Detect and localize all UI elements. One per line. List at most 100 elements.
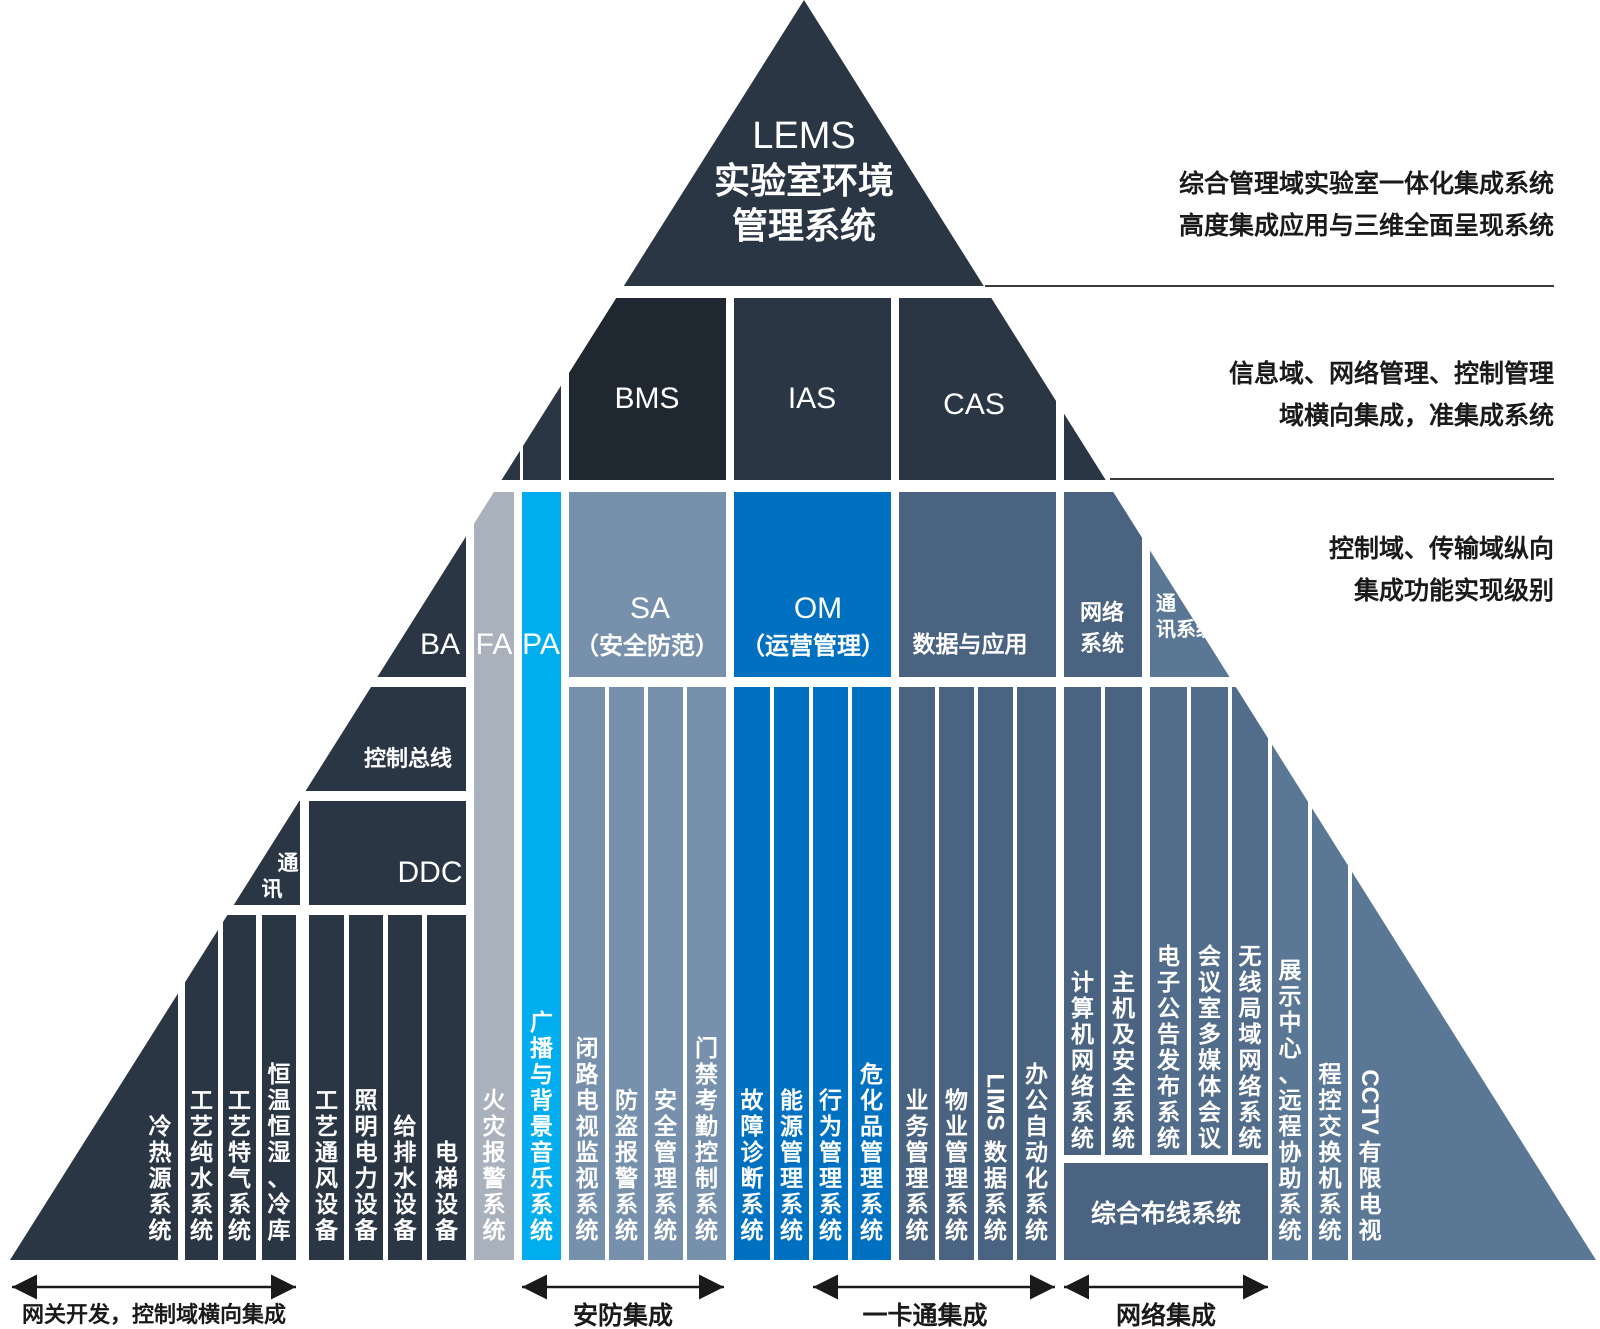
svg-text:报: 报 <box>615 1140 638 1166</box>
svg-text:展: 展 <box>1279 958 1302 984</box>
svg-text:系: 系 <box>945 1192 968 1218</box>
svg-text:统: 统 <box>654 1217 677 1244</box>
svg-text:行: 行 <box>818 1087 842 1114</box>
svg-text:有: 有 <box>1359 1139 1382 1166</box>
svg-text:会: 会 <box>1198 1099 1221 1126</box>
system-column-9 <box>474 687 514 1260</box>
svg-text:通: 通 <box>315 1140 338 1166</box>
svg-text:机: 机 <box>1319 1166 1342 1192</box>
sa-title: SA <box>630 592 670 625</box>
svg-text:理: 理 <box>780 1166 803 1192</box>
ddc-block <box>309 801 466 905</box>
tier2-left-edge <box>10 298 520 480</box>
ba-label: BA <box>420 628 460 661</box>
svg-text:设: 设 <box>315 1192 338 1218</box>
svg-text:设: 设 <box>435 1192 458 1218</box>
network-block <box>1064 492 1142 677</box>
svg-text:统: 统 <box>695 1217 718 1244</box>
svg-text:控: 控 <box>695 1139 718 1166</box>
apex-line1: LEMS <box>752 115 855 157</box>
svg-text:电: 电 <box>355 1140 378 1166</box>
system-column-12 <box>609 687 644 1260</box>
svg-text:心: 心 <box>1279 1036 1302 1062</box>
system-column-4 <box>262 915 296 1260</box>
svg-text:品: 品 <box>860 1114 883 1140</box>
svg-text:机: 机 <box>1112 996 1135 1022</box>
svg-text:系: 系 <box>1112 1100 1135 1126</box>
svg-text:物: 物 <box>945 1087 968 1114</box>
system-column-7 <box>388 915 422 1260</box>
svg-text:温: 温 <box>268 1088 291 1114</box>
svg-text:背: 背 <box>530 1088 553 1114</box>
system-column-10 <box>522 687 561 1260</box>
svg-text:系: 系 <box>654 1192 677 1218</box>
fa-label: FA <box>476 628 513 661</box>
bottom-security-label: 安防集成 <box>573 1301 673 1329</box>
svg-text:灾: 灾 <box>483 1113 506 1140</box>
sa-block <box>569 492 726 677</box>
svg-text:水: 水 <box>190 1166 214 1192</box>
svg-text:统: 统 <box>1279 1217 1302 1244</box>
svg-text:自: 自 <box>1025 1113 1048 1140</box>
svg-text:警: 警 <box>615 1166 638 1192</box>
svg-text:系: 系 <box>1157 1100 1180 1126</box>
right-labels: 综合管理域实验室一体化集成系统 高度集成应用与三维全面呈现系统 信息域、网络管理… <box>1179 169 1554 605</box>
svg-text:工: 工 <box>228 1088 251 1114</box>
svg-text:系: 系 <box>819 1192 842 1218</box>
system-column-5 <box>309 915 344 1260</box>
svg-text:网: 网 <box>1071 1048 1094 1074</box>
svg-text:电: 电 <box>576 1088 599 1114</box>
svg-text:业: 业 <box>945 1114 968 1140</box>
svg-text:音: 音 <box>530 1139 553 1166</box>
svg-text:备: 备 <box>393 1217 418 1244</box>
right-mid-1: 信息域、网络管理、控制管理 <box>1229 359 1554 388</box>
svg-text:公: 公 <box>1025 1088 1048 1114</box>
svg-text:、: 、 <box>268 1166 291 1192</box>
svg-text:及: 及 <box>1112 1022 1135 1048</box>
apex-line3: 管理系统 <box>732 206 876 247</box>
svg-text:广: 广 <box>530 1009 553 1036</box>
svg-text:示: 示 <box>1279 984 1302 1010</box>
svg-text:系: 系 <box>530 1192 553 1218</box>
svg-text:数: 数 <box>984 1140 1008 1166</box>
svg-text:多: 多 <box>1198 1021 1221 1048</box>
svg-text:交: 交 <box>1319 1113 1342 1140</box>
svg-text:能: 能 <box>780 1087 803 1114</box>
svg-text:统: 统 <box>819 1217 842 1244</box>
svg-text:恒: 恒 <box>268 1114 291 1140</box>
bottom-gateway-label: 网关开发，控制域横向集成 <box>22 1302 286 1328</box>
svg-text:统: 统 <box>228 1217 251 1244</box>
svg-text:主: 主 <box>1112 970 1135 996</box>
bottom-card-label: 一卡通集成 <box>862 1301 987 1329</box>
svg-text:电: 电 <box>1359 1192 1382 1218</box>
comm-label-1: 通 <box>1156 591 1176 615</box>
svg-text:统: 统 <box>1157 1125 1180 1152</box>
network-label-2: 系统 <box>1080 631 1124 657</box>
svg-text:办: 办 <box>1025 1062 1048 1088</box>
svg-text:系: 系 <box>1025 1192 1048 1218</box>
svg-text:库: 库 <box>268 1218 291 1244</box>
svg-text:会: 会 <box>1198 943 1221 970</box>
right-bottom-1: 控制域、传输域纵向 <box>1329 534 1554 563</box>
svg-text:网: 网 <box>1239 1048 1262 1074</box>
svg-text:系: 系 <box>1279 1192 1302 1218</box>
svg-text:故: 故 <box>741 1088 764 1114</box>
system-column-3 <box>223 915 256 1260</box>
svg-text:冷: 冷 <box>268 1191 291 1218</box>
svg-text:助: 助 <box>1279 1165 1302 1192</box>
svg-text:系: 系 <box>780 1192 803 1218</box>
svg-text:排: 排 <box>394 1140 417 1166</box>
network-label-1: 网络 <box>1080 600 1124 626</box>
svg-text:景: 景 <box>530 1114 553 1140</box>
